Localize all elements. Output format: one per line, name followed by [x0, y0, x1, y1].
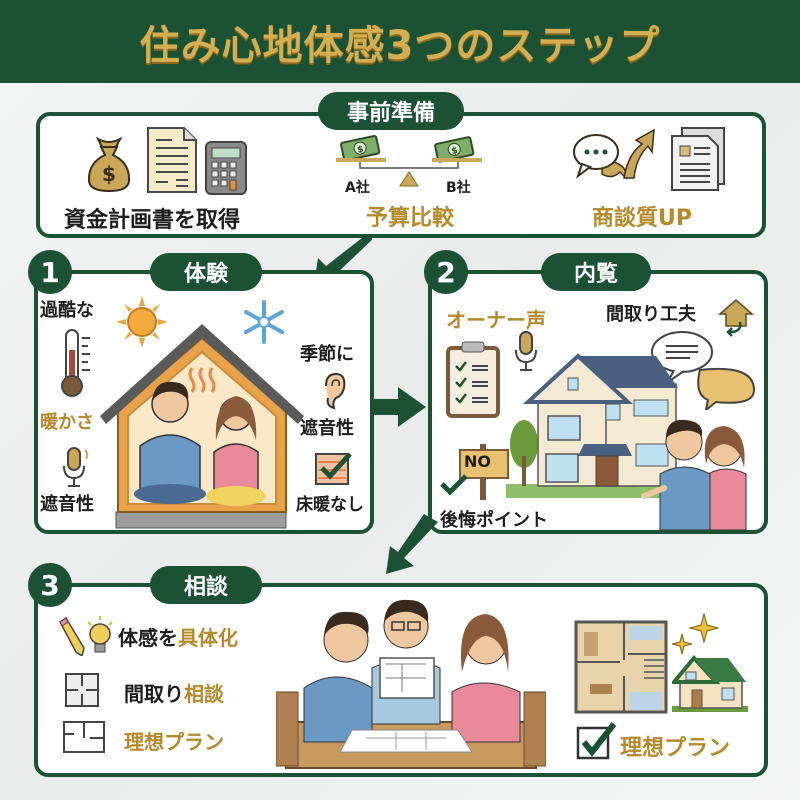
- prep-caption-budget: 予算比較: [366, 206, 455, 231]
- svg-text:$: $: [102, 162, 116, 186]
- house-rotate-icon: [718, 299, 754, 337]
- no-sign-icon: [440, 444, 509, 500]
- step2-pill: 内覧: [541, 253, 651, 291]
- ear-icon: [325, 372, 346, 410]
- checklist-clipboard-icon: [446, 341, 500, 418]
- step3-item-0-dark: 体感を: [118, 626, 178, 650]
- header-banner: 住み心地体感3つのステップ: [0, 0, 800, 83]
- step3-connector: [60, 583, 150, 587]
- regret-points-label: 後悔ポイント: [440, 510, 548, 531]
- floorplan-color-icon: [574, 620, 668, 714]
- prep-caption-negotiation: 商談質UP: [592, 206, 692, 231]
- checkbox-checked-icon: [576, 722, 616, 760]
- couple-viewing-illustration: [641, 419, 747, 530]
- up-arrow-icon: [623, 128, 655, 179]
- company-a-label: A社: [345, 180, 370, 196]
- step1-connector: [60, 270, 150, 274]
- arrow-to-step3-icon: [386, 514, 438, 574]
- pencil-bulb-icon: [59, 616, 113, 656]
- snowflake-icon: [244, 300, 284, 344]
- layout-idea-label: 間取り工夫: [606, 304, 696, 325]
- step3-item-0-gold: 具体化: [178, 626, 238, 650]
- balance-scale-icon: $ $: [336, 134, 482, 187]
- microphone-icon: [63, 447, 89, 487]
- chat-bubble-icon: [573, 134, 627, 180]
- floorplan-outline-icon: [63, 721, 105, 753]
- step1-pill: 体験: [150, 253, 262, 291]
- document-stack-icon: [671, 127, 725, 191]
- thermometer-icon: [61, 329, 90, 397]
- step2-connector: [450, 270, 550, 274]
- company-b-label: B社: [446, 180, 471, 196]
- page-title: 住み心地体感3つのステップ: [139, 22, 661, 69]
- step3-number: 3: [28, 563, 72, 607]
- step3-item-1-dark: 間取り: [124, 682, 184, 706]
- floor-check-icon: [315, 452, 352, 485]
- step1-left-label-1: 暖かさ: [40, 412, 94, 433]
- step3-item-1-gold: 相談: [184, 682, 224, 706]
- step3-item-0: 体感を具体化: [118, 622, 238, 651]
- sparkle-icon: [672, 612, 720, 655]
- step1-right-label-1: 遮音性: [300, 418, 354, 439]
- ideal-plan-result: 理想プラン: [620, 736, 731, 761]
- step3-pill: 相談: [150, 566, 262, 604]
- prep-caption-funding: 資金計画書を取得: [64, 208, 241, 233]
- owner-voice-label: オーナー声: [446, 308, 546, 332]
- step1-number: 1: [28, 250, 72, 294]
- speech-bubbles-icon: [651, 331, 756, 410]
- house-cutaway-illustration: [100, 324, 304, 529]
- step2-number: 2: [424, 250, 468, 294]
- step1-left-label-2: 遮音性: [40, 494, 94, 515]
- step1-right-label-2: 床暖なし: [296, 495, 364, 515]
- microphone-icon-2: [515, 331, 537, 371]
- two-story-house-illustration: [506, 353, 686, 498]
- no-sign-text: NO: [464, 452, 491, 471]
- step1-right-label-0: 季節に: [300, 344, 354, 365]
- floorplan-icon: [65, 673, 99, 707]
- prep-pill: 事前準備: [318, 92, 464, 130]
- svg-text:$: $: [451, 146, 459, 157]
- arrow-to-step2-icon: [374, 387, 426, 427]
- green-roof-house-icon: [672, 654, 748, 712]
- step3-item-1: 間取り相談: [124, 678, 224, 707]
- step1-left-label-0: 過酷な: [40, 300, 94, 321]
- money-bag-icon: $: [87, 136, 131, 193]
- step3-item-2: 理想プラン: [124, 730, 224, 754]
- document-icon: [147, 127, 197, 193]
- sun-icon: [116, 296, 168, 348]
- svg-text:$: $: [356, 145, 364, 156]
- calculator-icon: [205, 141, 247, 195]
- consultation-illustration: [276, 599, 546, 769]
